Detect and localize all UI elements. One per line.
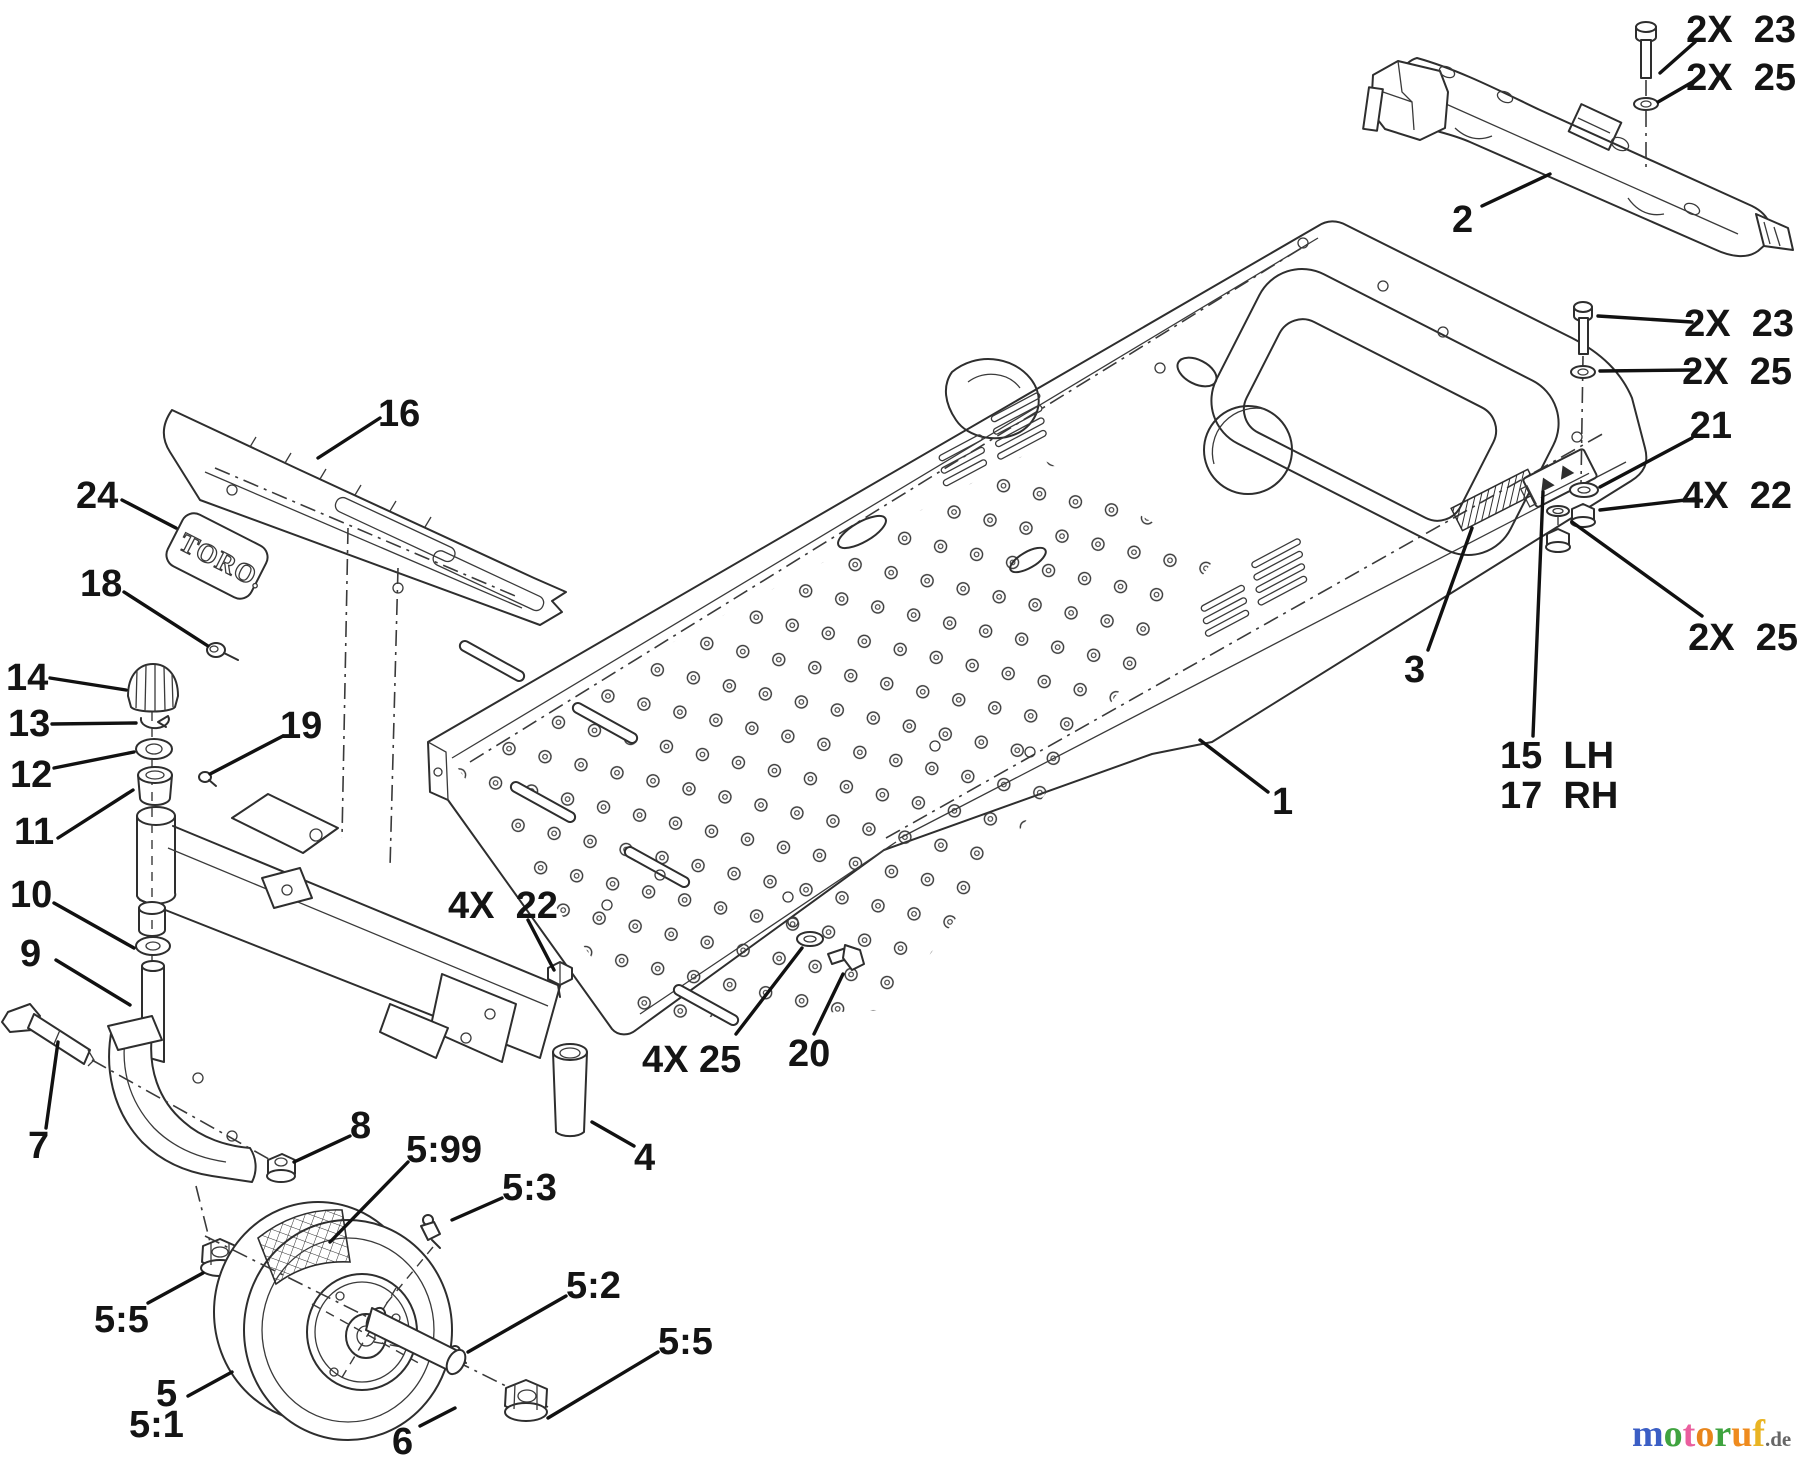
callout-16: 16 — [378, 393, 420, 435]
footrest-slots — [458, 639, 740, 1027]
callout-19: 19 — [280, 705, 322, 747]
callout-5-3: 5:3 — [502, 1167, 557, 1209]
flange-nut-8 — [266, 1153, 296, 1183]
callout-17-rh: 17 RH — [1500, 775, 1618, 817]
callout-5: 5 — [156, 1373, 177, 1415]
callout-10: 10 — [10, 874, 52, 916]
callout-4x22-right: 4X 22 — [1682, 475, 1792, 517]
callout-5-5-right: 5:5 — [658, 1321, 713, 1363]
logo-letter: t — [1682, 1413, 1696, 1455]
callout-5-2: 5:2 — [566, 1265, 621, 1307]
bolt-23-mid — [1570, 301, 1596, 485]
tire-tread-patch-5-99 — [257, 1209, 351, 1286]
caster-stem-9 — [141, 960, 165, 1063]
bolt-20 — [827, 944, 865, 971]
logo-letter: m — [1632, 1413, 1664, 1455]
retainer-clip-13 — [139, 715, 170, 730]
callout-4x22-left: 4X 22 — [448, 885, 558, 927]
callout-5-99: 5:99 — [406, 1129, 482, 1171]
callout-labels: 2X 23 2X 25 2 2X 23 2X 25 21 4X 22 2X 25… — [6, 9, 1798, 1460]
callout-4x25: 4X 25 — [642, 1039, 741, 1081]
spacer-10 — [135, 901, 171, 956]
logo-letter: o — [1695, 1413, 1715, 1455]
callout-1: 1 — [1272, 781, 1293, 823]
callout-21: 21 — [1690, 405, 1732, 447]
callout-2x23-mid: 2X 23 — [1684, 303, 1794, 345]
washer-12 — [135, 738, 173, 760]
axle-bolt-7 — [1, 1003, 95, 1067]
callout-2x25-top: 2X 25 — [1686, 57, 1796, 99]
rear-hardware-stack — [1545, 482, 1599, 553]
front-bumper — [1362, 57, 1794, 257]
callout-24: 24 — [76, 475, 118, 517]
callout-13: 13 — [8, 703, 50, 745]
heat-shield — [162, 409, 567, 626]
callout-2x25-mid: 2X 25 — [1682, 351, 1792, 393]
callout-2: 2 — [1452, 199, 1473, 241]
toro-decal: TORO. — [165, 512, 270, 600]
callout-18: 18 — [80, 563, 122, 605]
frame-holes — [601, 237, 1583, 928]
grease-fitting-5-3 — [420, 1214, 441, 1249]
caster-sleeve-right — [552, 1043, 588, 1138]
callout-3: 3 — [1404, 649, 1425, 691]
leader-lines — [44, 40, 1704, 1428]
callout-11: 11 — [14, 811, 54, 853]
callout-8: 8 — [350, 1105, 371, 1147]
caster-wheel — [213, 1201, 453, 1441]
caster-fork — [91, 1015, 293, 1243]
callout-4: 4 — [634, 1137, 655, 1179]
callout-9: 9 — [20, 933, 41, 975]
logo-letter: r — [1714, 1413, 1732, 1455]
logo-tld: .de — [1764, 1427, 1792, 1451]
frame-chassis — [427, 220, 1648, 1036]
callout-15-lh: 15 LH — [1500, 735, 1614, 777]
logo-letter: u — [1731, 1413, 1753, 1455]
bolt-23-top — [1633, 21, 1659, 168]
logo-letter: o — [1663, 1413, 1683, 1455]
callout-2x25-right: 2X 25 — [1688, 617, 1798, 659]
axle-spacer-6 — [204, 1235, 549, 1408]
washer-25-left — [796, 931, 824, 947]
caster-pivot-stack — [127, 663, 179, 1063]
motoruf-logo: motoruf.de — [1632, 1412, 1791, 1456]
logo-letter: f — [1752, 1413, 1765, 1455]
callout-2x23-top: 2X 23 — [1686, 9, 1796, 51]
callout-20: 20 — [788, 1033, 830, 1075]
bushing-11 — [137, 766, 173, 806]
callout-5-1: 5:1 — [129, 1404, 184, 1446]
callout-14: 14 — [6, 657, 48, 699]
set-screw-19 — [198, 771, 217, 787]
frame-vent-louvers — [938, 392, 1308, 637]
flange-nut-5-5-right — [504, 1379, 548, 1422]
knob-14 — [127, 663, 179, 713]
callout-12: 12 — [10, 754, 52, 796]
callout-6: 6 — [392, 1421, 413, 1460]
front-axle-assembly — [136, 527, 588, 1138]
callout-7: 7 — [28, 1125, 49, 1167]
callout-5-5-left: 5:5 — [94, 1299, 149, 1341]
shoulder-bolt-18 — [206, 642, 239, 661]
